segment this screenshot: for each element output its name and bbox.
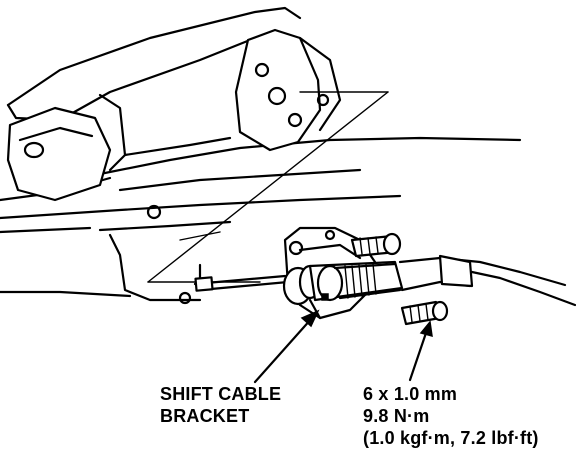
torque-alt-text: (1.0 kgf·m, 7.2 lbf·ft): [363, 428, 539, 448]
shift-cable-bracket-label: SHIFT CABLE BRACKET: [160, 383, 281, 427]
bracket-label-line1: SHIFT CABLE: [160, 384, 282, 404]
torque-nm-text: 9.8 N·m: [363, 406, 430, 426]
bolt-leader-arrow: [408, 320, 433, 382]
bracket-leader-arrow: [253, 309, 320, 384]
upper-bracket-plate: [234, 28, 342, 152]
bolt-torque-label: 6 x 1.0 mm 9.8 N·m (1.0 kgf·m, 7.2 lbf·f…: [363, 383, 539, 449]
bracket-label-line2: BRACKET: [160, 406, 250, 426]
engine-mount-block: [6, 93, 232, 202]
bolt-size-text: 6 x 1.0 mm: [363, 384, 458, 404]
shift-cable-assembly: [193, 226, 576, 326]
